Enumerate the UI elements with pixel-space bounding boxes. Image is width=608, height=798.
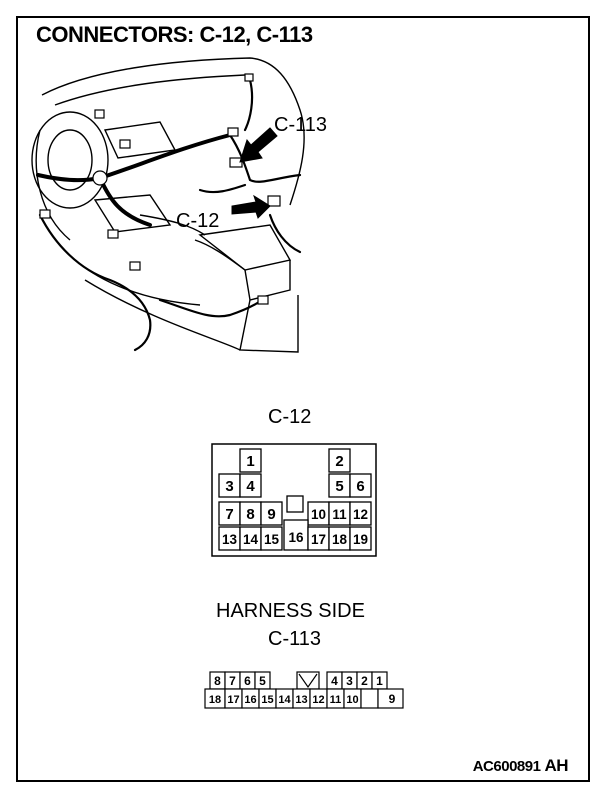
- c12-pin-4: 4: [246, 478, 255, 495]
- c12-pin-3: 3: [225, 478, 233, 495]
- c12-pin-11: 11: [332, 507, 347, 522]
- c113-pin-11: 11: [330, 694, 342, 706]
- c12-pin-17: 17: [311, 532, 326, 547]
- c113-pin-18: 18: [209, 694, 221, 706]
- c12-pin-18: 18: [332, 532, 348, 547]
- c113-pin-4: 4: [331, 674, 338, 688]
- c113-pin-8: 8: [214, 674, 221, 688]
- c113-pin-15: 15: [261, 694, 273, 706]
- c113-pin-1: 1: [376, 674, 383, 688]
- c113-pin-14: 14: [278, 694, 291, 706]
- figure-code-number: AC600891: [472, 758, 541, 775]
- c113-pin-7: 7: [229, 674, 236, 688]
- c12-pin-6: 6: [356, 478, 364, 495]
- c113-pin-6: 6: [244, 674, 251, 688]
- callout-c113-label: C-113: [274, 114, 327, 136]
- c12-pin-15: 15: [264, 532, 280, 547]
- diagram-title: CONNECTORS: C-12, C-113: [36, 22, 313, 47]
- c113-pin-3: 3: [346, 674, 353, 688]
- c113-pin-5: 5: [259, 674, 266, 688]
- c113-pin-12: 12: [312, 694, 324, 706]
- c12-connector-label: C-12: [268, 406, 312, 428]
- harness-side-label: HARNESS SIDE: [216, 600, 365, 622]
- c113-pin-10: 10: [346, 694, 358, 706]
- c12-pin-9: 9: [267, 506, 275, 523]
- c12-pin-16: 16: [288, 530, 304, 545]
- c113-pin-2: 2: [361, 674, 368, 688]
- c12-pin-12: 12: [353, 507, 368, 522]
- c12-pin-7: 7: [225, 506, 233, 523]
- c12-pin-2: 2: [335, 453, 343, 470]
- c12-pin-5: 5: [335, 478, 343, 495]
- c12-pin-19: 19: [353, 532, 368, 547]
- figure-code-suffix: AH: [544, 756, 568, 775]
- c113-connector-label: C-113: [268, 628, 321, 650]
- c12-pin-1: 1: [246, 453, 254, 470]
- c113-pin-13: 13: [295, 694, 307, 706]
- c113-pin-16: 16: [244, 694, 256, 706]
- c113-pin-9: 9: [389, 692, 396, 706]
- diagram-frame: [16, 16, 590, 782]
- c12-pin-13: 13: [222, 532, 238, 547]
- callout-c12-label: C-12: [176, 210, 220, 232]
- c12-pin-10: 10: [311, 507, 326, 522]
- c113-pin-17: 17: [227, 694, 239, 706]
- c12-pin-14: 14: [243, 532, 259, 547]
- c12-pin-8: 8: [246, 506, 254, 523]
